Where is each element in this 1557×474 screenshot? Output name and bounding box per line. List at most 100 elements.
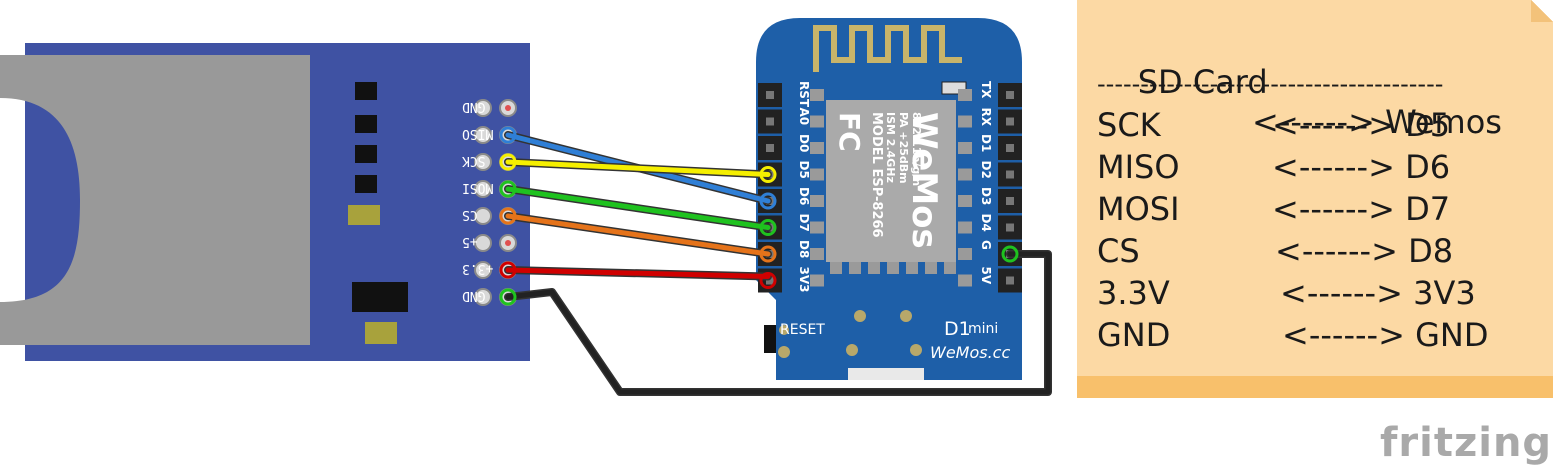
chip-pad: [849, 262, 861, 274]
chip-pad: [830, 262, 842, 274]
chip-pad: [868, 262, 880, 274]
wemos-pin-label: D8: [797, 240, 811, 258]
sd-pin-label: SCK: [462, 153, 486, 168]
note-row: GND<------> GND: [1097, 315, 1488, 355]
wemos-pin-core: [1006, 144, 1014, 152]
wemos-pin-core: [766, 91, 774, 99]
chip-std: 802.11b/g/n: [910, 112, 923, 186]
wemos-pin-label: D2: [979, 161, 993, 179]
fc-mark: FC: [833, 112, 866, 152]
hole: [854, 310, 866, 322]
wemos-pin-label: D3: [979, 187, 993, 205]
sd-pin-label: +3.3: [462, 261, 493, 276]
note-row: 3.3V<------> 3V3: [1097, 273, 1476, 313]
chip-pa: PA +25dBm: [897, 112, 910, 184]
wemos-pad: [958, 221, 972, 234]
wire-end: [759, 219, 777, 236]
reset-button[interactable]: [764, 325, 776, 353]
chip-ism: ISM 2.4GHz: [884, 112, 897, 183]
chip-pad: [944, 262, 956, 274]
wemos-pad: [810, 168, 824, 181]
sd-pin: [474, 126, 492, 144]
pcb-antenna: [813, 25, 962, 72]
wemos-pad: [958, 168, 972, 181]
note-footer: [1077, 376, 1553, 398]
wemos-pin-core: [1006, 223, 1014, 232]
note-row-right: <------> D5: [1272, 106, 1451, 144]
chip-model: MODEL ESP-8266: [869, 112, 884, 238]
hole: [779, 325, 789, 335]
wemos-pin-label: 3V3: [797, 267, 811, 293]
note-row: CS<------> D8: [1097, 231, 1453, 271]
wires: [499, 126, 1052, 396]
smd-capacitor: [348, 205, 380, 225]
voltage-regulator: [352, 282, 408, 312]
wemos-pin-label: RST: [797, 81, 811, 108]
esp-shield: [826, 100, 956, 262]
wemos-pin-core: [1006, 170, 1014, 179]
wemos-pad: [958, 89, 972, 101]
sd-card-slot: [0, 55, 310, 345]
note-row-left: GND: [1097, 316, 1171, 354]
wemos-pad: [958, 142, 972, 154]
fritzing-watermark: fritzing: [1380, 420, 1553, 466]
wemos-pin-label: D5: [797, 161, 811, 179]
wire-end: [499, 126, 517, 144]
wire-end: [759, 166, 777, 183]
wemos-pin-core: [1006, 91, 1014, 99]
usb-port: [848, 368, 924, 380]
fc-text: FC: [833, 112, 866, 152]
note-row-left: MOSI: [1097, 190, 1180, 228]
note-row-left: MISO: [1097, 148, 1180, 186]
smd-component: [355, 82, 377, 100]
smd-component: [355, 145, 377, 163]
hole: [778, 346, 790, 358]
note-header-left: SD Card: [1137, 63, 1268, 101]
note-row-right: <------> D6: [1272, 148, 1451, 186]
wemos-pad: [958, 195, 972, 207]
chip-pad: [906, 262, 918, 274]
wemos-pad: [958, 274, 972, 287]
wemos-pin-label: A0: [797, 108, 811, 126]
note-row-right: <------> D8: [1275, 232, 1454, 270]
note-separator: ----------------------------------------: [1097, 70, 1444, 98]
wemos-pin-core: [1006, 276, 1014, 285]
wemos-pin-core: [766, 276, 774, 285]
wire-end: [499, 261, 517, 279]
wire-gnd: [505, 251, 1051, 395]
sd-pin: [474, 288, 492, 306]
smd-capacitor: [365, 322, 397, 344]
sd-pin-label: GND: [462, 99, 486, 114]
smd-component: [355, 115, 377, 133]
sd-pin: [474, 180, 492, 198]
wemos-pin-label: D0: [797, 134, 811, 152]
reset-label: RESET: [780, 322, 825, 338]
connection-note: SD Card <------> Wemos -----------------…: [1077, 0, 1553, 398]
sd-pin-label: CS: [462, 207, 478, 222]
sd-pin-label: MISO: [462, 126, 493, 141]
chip-text: MODEL ESP-8266 ISM 2.4GHz PA +25dBm 802.…: [869, 112, 923, 238]
wemos-pin-label: RX: [979, 108, 993, 127]
note-row: MOSI<------> D7: [1097, 189, 1450, 229]
board-name: D1: [944, 318, 971, 340]
sd-pin: [474, 99, 492, 117]
wemos-pad: [958, 248, 972, 260]
wemos-pad: [810, 89, 824, 101]
wire-end: [499, 153, 517, 171]
smd-component: [355, 175, 377, 193]
note-header: SD Card <------> Wemos: [1097, 22, 1502, 182]
note-row-right: <------> 3V3: [1280, 274, 1476, 312]
wemos-pin-label: TX: [979, 81, 993, 99]
wemos-pad: [810, 274, 824, 287]
hole: [900, 310, 912, 322]
wemos-pin-core: [766, 117, 774, 126]
sd-pin-dot: [505, 240, 511, 246]
note-fold: [1531, 0, 1553, 22]
hole: [910, 344, 922, 356]
note-row-left: SCK: [1097, 106, 1161, 144]
wire-end: [499, 180, 517, 198]
wire-sck: [505, 159, 771, 177]
